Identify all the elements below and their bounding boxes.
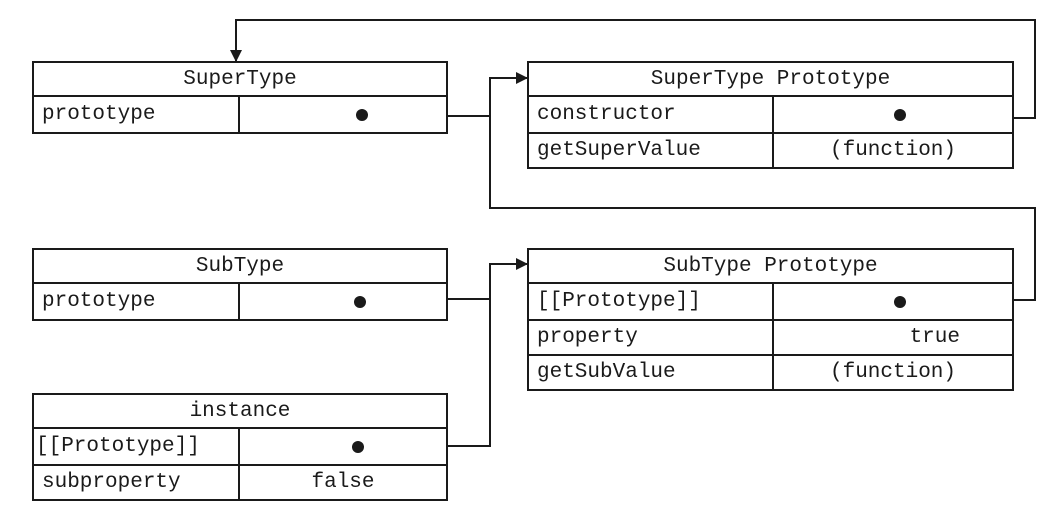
subtype-prototype-value-prototype: [774, 284, 1012, 319]
subtype-key-prototype: prototype: [34, 284, 240, 319]
instance-box: instance [[Prototype]] subproperty false: [32, 393, 448, 501]
supertype-value-prototype: [240, 97, 446, 132]
subtype-value-prototype: [240, 284, 446, 319]
subtype-prototype-title: SubType Prototype: [529, 250, 1012, 284]
supertype-box: SuperType prototype: [32, 61, 448, 134]
instance-value-subproperty: false: [311, 471, 375, 494]
supertype-prototype-value-getsupervalue: (function): [829, 139, 957, 162]
subtype-prototype-row-prototype: [[Prototype]]: [529, 284, 1012, 319]
subtype-prototype-value-getsubvalue: (function): [829, 361, 957, 384]
instance-title: instance: [34, 395, 446, 429]
subtype-title: SubType: [34, 250, 446, 284]
supertype-prototype-row-constructor: constructor: [529, 97, 1012, 132]
supertype-row-prototype: prototype: [34, 97, 446, 132]
pointer-dot: [352, 440, 364, 453]
pointer-dot: [894, 108, 906, 121]
instance-key-prototype: [[Prototype]]: [34, 429, 240, 464]
supertype-prototype-title: SuperType Prototype: [529, 63, 1012, 97]
subtype-prototype-value-property: true: [909, 326, 960, 349]
instance-value-prototype: [240, 429, 446, 464]
subtype-prototype-row-property: property true: [529, 319, 1012, 354]
supertype-prototype-value-constructor: [774, 97, 1012, 132]
supertype-prototype-box: SuperType Prototype constructor getSuper…: [527, 61, 1014, 169]
subtype-box: SubType prototype: [32, 248, 448, 321]
instance-key-subproperty: subproperty: [34, 466, 240, 499]
supertype-title: SuperType: [34, 63, 446, 97]
subtype-prototype-key-property: property: [529, 321, 774, 354]
pointer-dot: [354, 295, 366, 308]
supertype-prototype-key-constructor: constructor: [529, 97, 774, 132]
instance-row-prototype: [[Prototype]]: [34, 429, 446, 464]
subtype-prototype-row-getsubvalue: getSubValue (function): [529, 354, 1012, 389]
supertype-prototype-key-getsupervalue: getSuperValue: [529, 134, 774, 167]
supertype-key-prototype: prototype: [34, 97, 240, 132]
pointer-dot: [356, 108, 368, 121]
pointer-dot: [894, 295, 906, 308]
subtype-row-prototype: prototype: [34, 284, 446, 319]
subtype-prototype-key-getsubvalue: getSubValue: [529, 356, 774, 389]
instance-row-subproperty: subproperty false: [34, 464, 446, 499]
subtype-prototype-key-prototype: [[Prototype]]: [529, 284, 774, 319]
subtype-prototype-box: SubType Prototype [[Prototype]] property…: [527, 248, 1014, 391]
supertype-prototype-row-getsupervalue: getSuperValue (function): [529, 132, 1012, 167]
